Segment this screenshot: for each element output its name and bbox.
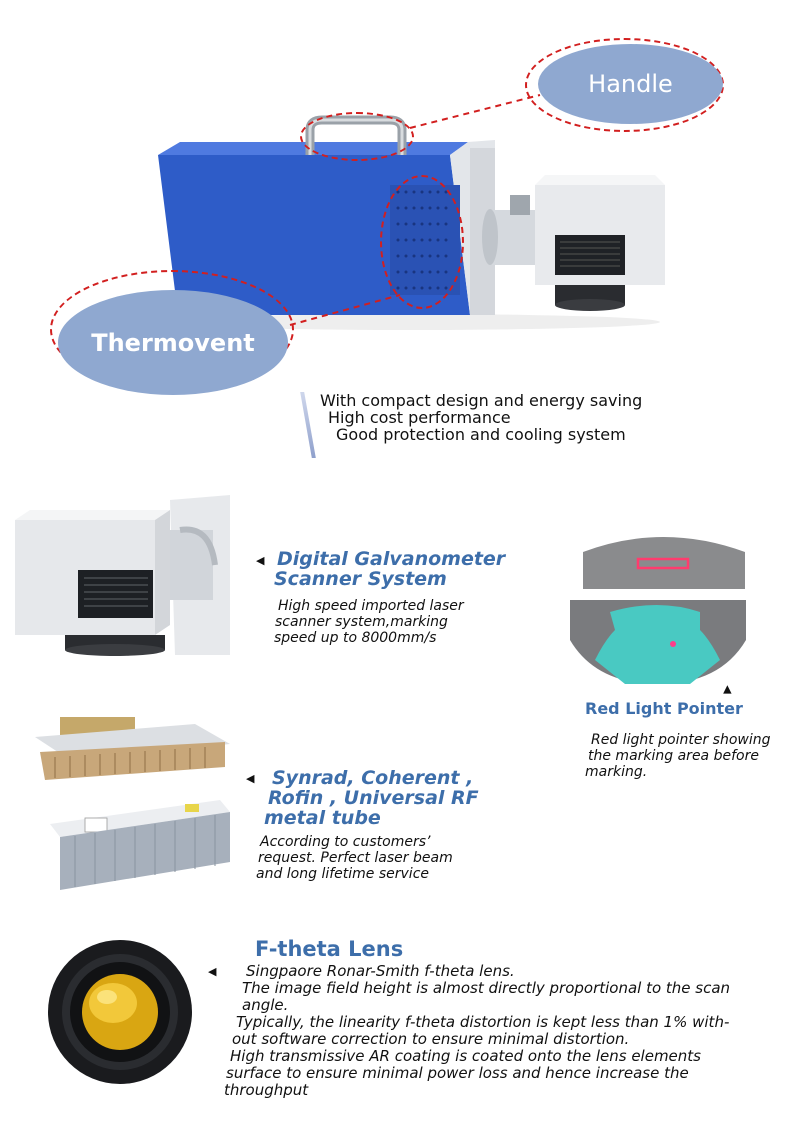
thermovent-bubble: Thermovent <box>58 290 288 395</box>
connector-lines <box>289 94 541 326</box>
red-pointer-photo-bottom <box>570 600 746 684</box>
galvo-arrow-icon: ◀ <box>256 555 265 567</box>
pointer-arrow-icon: ◀ <box>721 685 734 694</box>
galvo-title: Digital Galvanometer Scanner System <box>274 548 506 590</box>
lens-description: Singpaore Ronar-Smith f-theta lens. The … <box>224 962 731 1099</box>
tube-title: Synrad, Coherent , Rofin , Universal RF … <box>264 767 479 829</box>
handle-label: Handle <box>588 70 673 98</box>
red-pointer-photo-top <box>583 537 745 589</box>
handle-bubble: Handle <box>538 44 723 124</box>
handle-bubble-ring <box>525 38 724 132</box>
feature-item: With compact design and energy saving <box>320 391 643 410</box>
lens-title: F-theta Lens <box>255 937 404 961</box>
f-theta-lens-image <box>48 940 192 1084</box>
feature-item: Good protection and cooling system <box>336 425 626 444</box>
vent-highlight-ring <box>380 175 464 309</box>
handle-highlight-ring <box>300 112 414 161</box>
pointer-title: Red Light Pointer <box>585 699 743 718</box>
tube-arrow-icon: ◀ <box>246 773 255 785</box>
hero-section: Handle Thermovent With compact design an… <box>0 0 800 470</box>
lens-arrow-icon: ◀ <box>208 966 217 978</box>
galvo-scanner-image <box>15 495 230 656</box>
tube-description: According to customers’ request. Perfect… <box>256 834 453 882</box>
galvo-description: High speed imported laser scanner system… <box>274 598 464 646</box>
feature-list: With compact design and energy saving Hi… <box>300 391 726 458</box>
rf-tube-image <box>35 717 230 890</box>
thermovent-label: Thermovent <box>91 328 255 357</box>
feature-item: High cost performance <box>328 408 511 427</box>
pointer-description: Red light pointer showing the marking ar… <box>585 732 771 780</box>
